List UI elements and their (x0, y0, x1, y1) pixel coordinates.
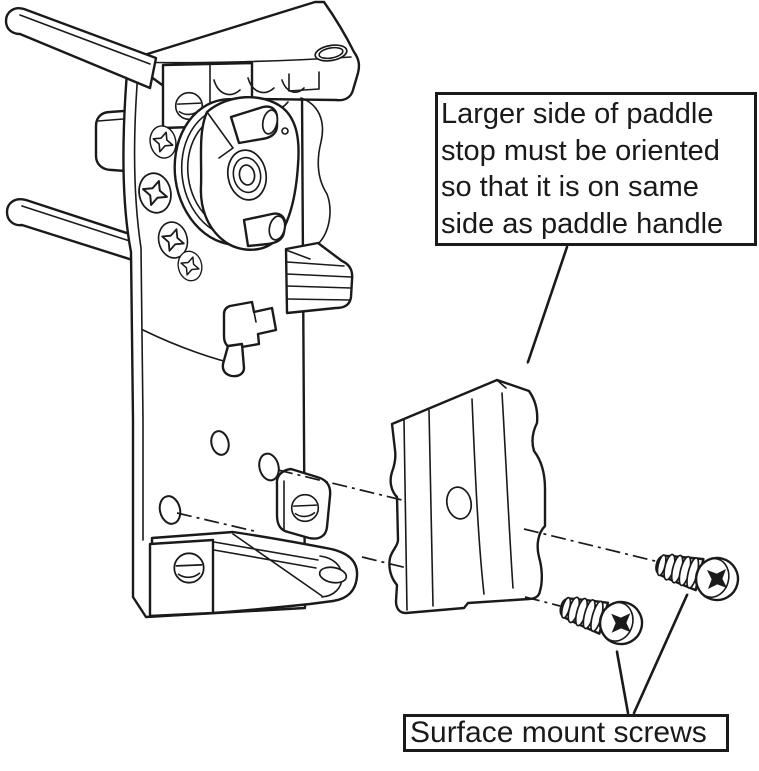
paddle-stop-hole (445, 486, 473, 520)
surface-mount-screws (554, 542, 744, 651)
leader-arrows (528, 245, 687, 715)
arrow-to-upper-screw (632, 595, 687, 715)
paddle-handle-rod-upper (4, 7, 158, 90)
slotted-screw-foot (173, 552, 205, 584)
arrow-to-lower-screw (617, 652, 630, 715)
paddle-latch-assembly (4, 0, 361, 619)
cam-pin-lower (242, 212, 287, 248)
bottom-mount-bracket (148, 530, 359, 618)
centerline-lower (176, 512, 561, 607)
surface-mount-screw-lower (554, 584, 649, 651)
bracket-hole (314, 44, 348, 62)
latch-hook (221, 300, 278, 378)
cam-pin-upper (229, 105, 289, 145)
foot-hole (318, 566, 348, 584)
paddle-stop-note-line-2: stop must be oriented (441, 134, 720, 167)
side-mount-tab (275, 467, 332, 540)
paddle-stop-note-callout: Larger side of paddle stop must be orien… (435, 92, 757, 246)
paddle-stop-note-line-3: so that it is on same (441, 171, 699, 203)
latch-mechanism (134, 77, 331, 284)
surface-mount-screws-label: Surface mount screws (410, 716, 707, 749)
centerline-upper (277, 469, 660, 563)
slotted-screw-tab (290, 493, 320, 523)
cam-hub (226, 149, 268, 201)
centerlines (176, 469, 660, 607)
paddle-handle-rod-lower (5, 198, 150, 265)
surface-mount-screw-upper (650, 542, 744, 606)
paddle-stop-note-line-1: Larger side of paddle (441, 98, 714, 130)
surface-mount-screws-callout: Surface mount screws (403, 714, 729, 752)
arrow-to-paddle-stop (528, 245, 569, 362)
paddle-stop-note-line-4: side as paddle handle (441, 207, 724, 240)
paddle-stop (388, 378, 547, 615)
latch-pawl (284, 241, 354, 315)
plate-holes (158, 430, 280, 525)
